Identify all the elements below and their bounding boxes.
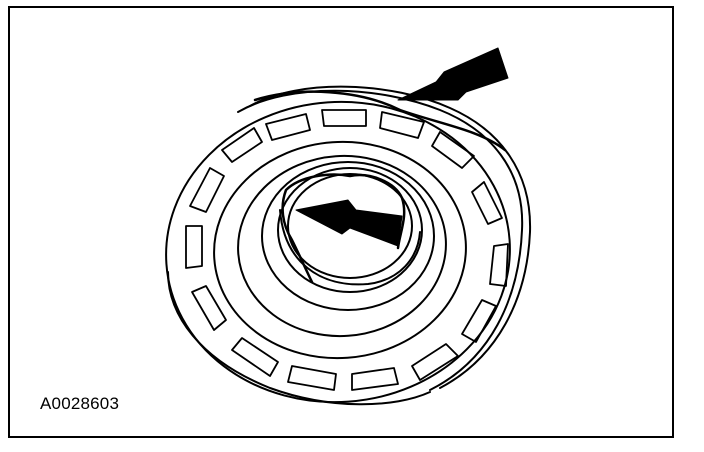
inner-band-outer [213,140,467,360]
outer-ring [165,100,511,404]
hub-outer [261,161,435,311]
hub-step [277,167,423,293]
bore [287,173,413,279]
inner-seal-arrow [295,199,403,247]
slot-ring [185,109,509,391]
bore-depth [279,209,421,286]
outer-ring-back-rim [167,85,532,406]
figure-id-label: A0028603 [40,394,120,413]
outer-seal-arrow [397,47,509,101]
inner-seal-lip [281,173,406,284]
outer-seal-lip [253,90,507,152]
inner-band-inner [237,154,447,338]
